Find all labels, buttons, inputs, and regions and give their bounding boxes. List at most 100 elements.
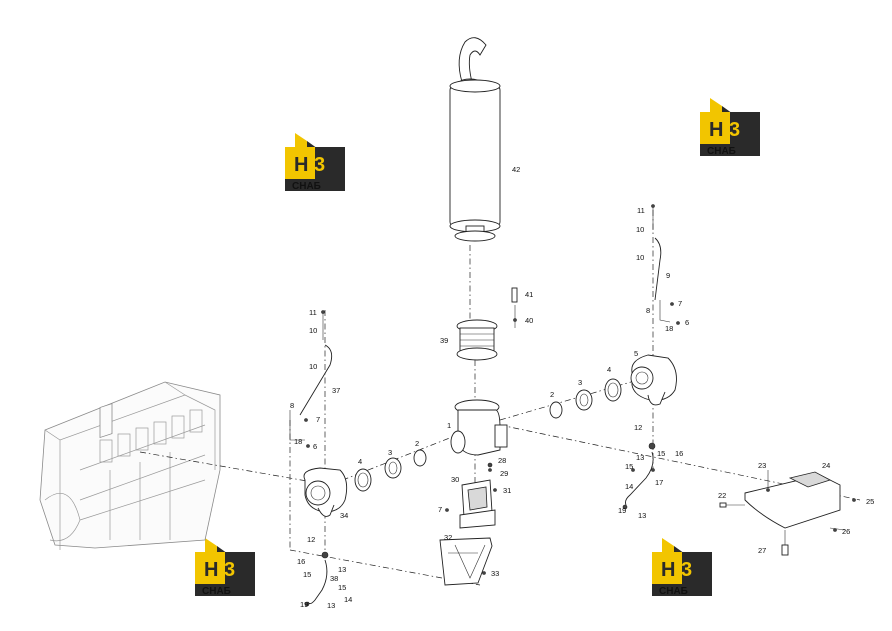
oil-feed-line-left xyxy=(289,310,333,441)
callout-r15: 15 xyxy=(657,449,665,458)
callout-l10a: 10 xyxy=(309,326,317,335)
bellows-flex-pipe xyxy=(456,319,498,361)
engine-block xyxy=(39,381,221,550)
svg-text:3: 3 xyxy=(224,559,235,581)
callout-28: 28 xyxy=(498,456,506,465)
callout-l14: 14 xyxy=(344,595,352,604)
callout-l15b: 15 xyxy=(338,583,346,592)
callout-40: 40 xyxy=(525,316,533,325)
callout-l37: 37 xyxy=(332,386,340,395)
callout-l10b: 10 xyxy=(309,362,317,371)
svg-text:СНАБ: СНАБ xyxy=(202,586,231,597)
callout-25: 25 xyxy=(866,497,874,506)
engine-ports xyxy=(99,409,203,463)
muffler xyxy=(449,37,501,242)
callout-24: 24 xyxy=(822,461,830,470)
brand-logo-bottom-left: H 3 СНАБ xyxy=(195,538,255,597)
svg-text:СНАБ: СНАБ xyxy=(292,181,321,192)
callout-l12: 12 xyxy=(307,535,315,544)
clamp-ring-left xyxy=(384,457,402,479)
support-bracket xyxy=(439,537,493,586)
callout-4a: 4 xyxy=(358,457,362,466)
svg-text:H: H xyxy=(294,154,308,176)
callout-3a: 3 xyxy=(388,448,392,457)
callout-r17: 17 xyxy=(655,478,663,487)
brand-logo-top-right: H 3 СНАБ xyxy=(700,98,760,157)
callout-r9: 9 xyxy=(666,271,670,280)
svg-text:3: 3 xyxy=(314,154,325,176)
callout-r6: 6 xyxy=(685,318,689,327)
callout-31: 31 xyxy=(503,486,511,495)
callout-r8: 8 xyxy=(646,306,650,315)
svg-text:3: 3 xyxy=(681,559,692,581)
turbocharger-right xyxy=(630,354,677,406)
callout-l8: 8 xyxy=(290,401,294,410)
callout-29: 29 xyxy=(500,469,508,478)
callout-26: 26 xyxy=(842,527,850,536)
svg-text:3: 3 xyxy=(729,119,740,141)
callout-41: 41 xyxy=(525,290,533,299)
callout-1: 1 xyxy=(447,421,451,430)
oil-drain-line-left xyxy=(304,551,329,607)
svg-text:H: H xyxy=(204,559,218,581)
callout-r12: 12 xyxy=(634,423,642,432)
callout-32: 32 xyxy=(444,533,452,542)
svg-text:H: H xyxy=(661,559,675,581)
callout-labels: 42 41 40 39 1 2 3 4 2 3 4 5 28 29 30 31 … xyxy=(290,165,874,610)
callout-34: 34 xyxy=(340,511,348,520)
svg-text:H: H xyxy=(709,119,723,141)
exhaust-elbow xyxy=(450,399,508,468)
callout-r10b: 10 xyxy=(636,253,644,262)
callout-5: 5 xyxy=(634,349,638,358)
brand-logo-bottom-right: H 3 СНАБ xyxy=(652,538,712,597)
callout-4b: 4 xyxy=(607,365,611,374)
callout-l19: 19 xyxy=(300,600,308,609)
svg-text:СНАБ: СНАБ xyxy=(707,146,736,157)
callout-2a: 2 xyxy=(415,439,419,448)
callout-l13b: 13 xyxy=(327,601,335,610)
callout-r16: 16 xyxy=(675,449,683,458)
callout-l6: 6 xyxy=(313,442,317,451)
callout-r11: 11 xyxy=(637,206,645,215)
callout-l11: 11 xyxy=(309,308,317,317)
callout-42: 42 xyxy=(512,165,520,174)
turbocharger-left xyxy=(303,467,348,517)
assembly-lines xyxy=(139,210,861,586)
callout-r14: 14 xyxy=(625,482,633,491)
callout-r18: 18 xyxy=(665,324,673,333)
callout-7-center: 7 xyxy=(438,505,442,514)
callout-3b: 3 xyxy=(578,378,582,387)
svg-text:СНАБ: СНАБ xyxy=(659,586,688,597)
callout-l7: 7 xyxy=(316,415,320,424)
gasket-right xyxy=(549,401,563,419)
callout-l15a: 15 xyxy=(303,570,311,579)
callout-l38: 38 xyxy=(330,574,338,583)
callout-l13: 13 xyxy=(338,565,346,574)
oil-feed-line-right xyxy=(651,204,671,323)
callout-30: 30 xyxy=(451,475,459,484)
elbow-bracket xyxy=(459,479,496,529)
callout-l18: 18 xyxy=(294,437,302,446)
callout-39: 39 xyxy=(440,336,448,345)
callout-r13a: 13 xyxy=(636,453,644,462)
callout-2b: 2 xyxy=(550,390,554,399)
v-band-clamp-right xyxy=(604,378,622,402)
clamp-ring-right xyxy=(575,389,593,411)
brand-logo-top-left: H 3 СНАБ xyxy=(285,133,345,192)
clamp-bolt xyxy=(511,287,518,328)
callout-r13b: 13 xyxy=(638,511,646,520)
callout-l16: 16 xyxy=(297,557,305,566)
callout-r7: 7 xyxy=(678,299,682,308)
callout-r15b: 15 xyxy=(625,462,633,471)
gasket-left xyxy=(413,449,427,467)
callout-23: 23 xyxy=(758,461,766,470)
callout-r10a: 10 xyxy=(636,225,644,234)
oil-drain-line-right xyxy=(622,442,656,510)
heat-shield xyxy=(719,470,846,556)
callout-27: 27 xyxy=(758,546,766,555)
v-band-clamp-left xyxy=(354,468,372,492)
callout-22: 22 xyxy=(718,491,726,500)
callout-r19: 19 xyxy=(618,506,626,515)
fastener-markers xyxy=(304,302,856,575)
